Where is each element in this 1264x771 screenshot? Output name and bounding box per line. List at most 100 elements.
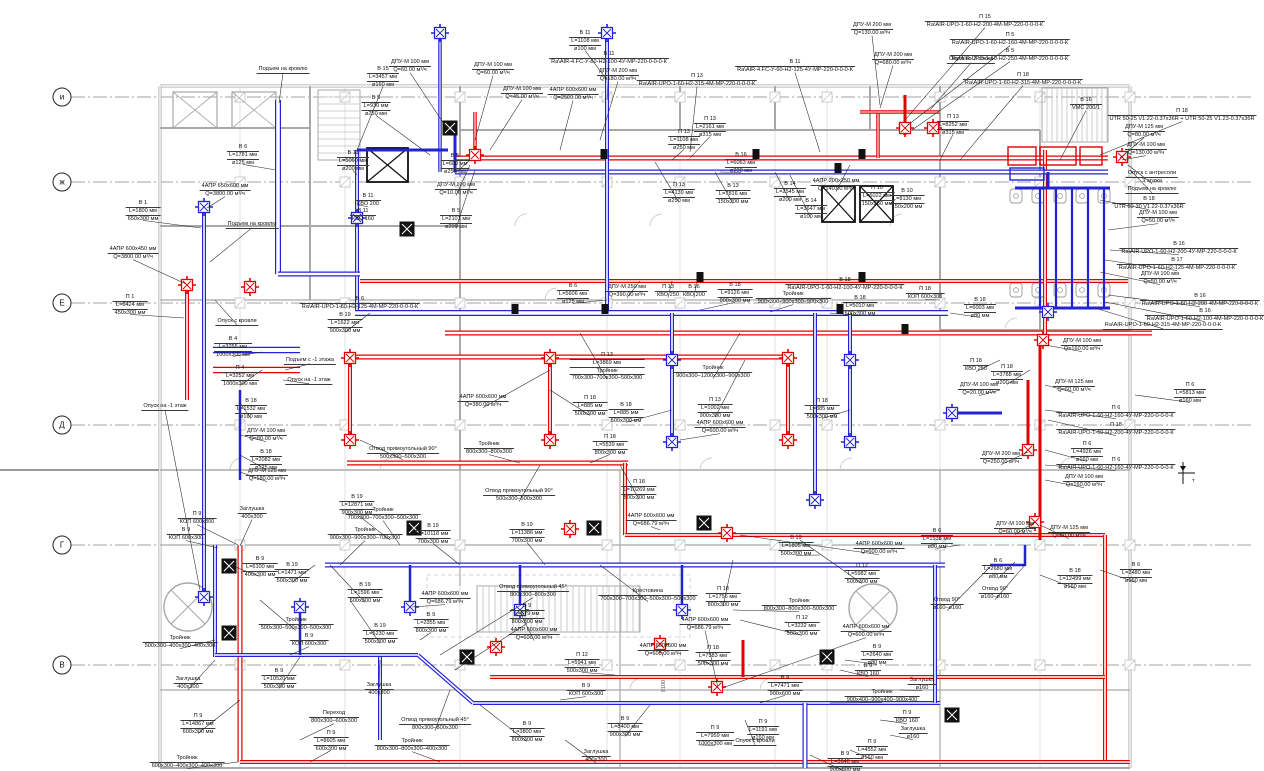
exhaust-diffuser-arrows <box>431 24 449 42</box>
leader-line <box>1044 384 1075 393</box>
shaft-crossbox-diag <box>821 185 856 223</box>
exhaust-diffuser-arrows <box>401 598 419 616</box>
exhaust-diffuser-cross <box>435 28 445 38</box>
supply-diffuser-cross <box>182 280 192 290</box>
leader-line <box>474 75 494 141</box>
ahu-unit <box>1079 146 1103 166</box>
exhaust-diffuser-cross <box>677 605 687 615</box>
leader-line <box>409 72 449 131</box>
plumbing-fixture <box>1031 282 1045 298</box>
leader-line <box>936 544 961 549</box>
column-hatch <box>934 419 946 431</box>
exhaust-diffuser-arrows <box>806 491 824 509</box>
leader-line <box>1047 419 1117 436</box>
leader-line <box>129 314 185 319</box>
leader-line <box>809 754 845 771</box>
round-shaft <box>848 583 898 633</box>
leader-line <box>259 599 297 631</box>
leader-line <box>744 739 764 741</box>
damper-box-cross <box>223 560 235 572</box>
leader-line <box>1129 169 1153 193</box>
door-arc <box>759 677 773 691</box>
leader-line <box>164 409 201 591</box>
grid-axis-marker <box>52 655 72 675</box>
leader-line <box>239 454 267 470</box>
leader-line <box>844 659 878 665</box>
exhaust-diffuser-arrows <box>663 433 681 451</box>
supply-diffuser-arrows <box>541 431 559 449</box>
supply-diffuser-cross <box>345 353 355 363</box>
column-hatch <box>674 419 686 431</box>
exhaust-diffuser-arrows <box>841 433 859 451</box>
exhaust-diffuser-arrows <box>1039 303 1057 321</box>
exhaust-diffuser-cross <box>199 592 209 602</box>
leader-line <box>911 61 1011 131</box>
leader-line <box>579 332 608 380</box>
door-arc <box>544 287 558 301</box>
leader-line <box>1044 449 1088 462</box>
leader-line <box>714 359 746 418</box>
damper-box-cross <box>444 122 456 134</box>
supply-diffuser-cross <box>491 642 501 652</box>
leader-line <box>1134 394 1191 403</box>
supply-diffuser-arrows <box>1019 441 1037 459</box>
supply-diffuser-arrows <box>718 524 736 542</box>
column-hatch <box>454 297 466 309</box>
grid-axis-marker <box>52 87 72 107</box>
column-hatch <box>769 297 781 309</box>
column-hatch <box>821 539 833 551</box>
leader-line <box>1099 271 1161 285</box>
leader-line <box>699 659 714 666</box>
plumbing-fixture <box>1075 282 1089 298</box>
supply-diffuser-arrows <box>651 635 669 653</box>
grid-axis-letter: Д <box>59 421 65 430</box>
column-hatch <box>454 91 466 103</box>
leader-line <box>187 659 216 690</box>
shaft-crossbox-diag <box>366 147 409 183</box>
column-hatch <box>934 539 946 551</box>
leader-line <box>789 174 812 219</box>
leader-line <box>712 332 741 379</box>
leader-line <box>1059 110 1087 161</box>
supply-diffuser-arrows <box>178 276 196 294</box>
leader-line <box>849 749 873 760</box>
leader-line <box>1044 464 1117 471</box>
leader-line <box>309 750 332 763</box>
plumbing-fixture <box>1009 188 1023 204</box>
door-arc <box>1004 317 1018 331</box>
leader-line <box>606 64 610 101</box>
leader-line <box>239 402 252 419</box>
supply-diffuser-cross <box>470 150 480 160</box>
supply-diffuser-cross <box>722 528 732 538</box>
leader-line <box>489 99 523 151</box>
plumbing-fixture-bowl <box>1013 193 1019 199</box>
exhaust-diffuser-cross <box>845 355 855 365</box>
leader-line <box>1014 521 1036 535</box>
leader-line <box>769 304 794 313</box>
leader-line <box>661 651 664 657</box>
damper-box-cross <box>698 517 710 529</box>
shaft-crossbox <box>172 91 218 129</box>
leader-line <box>239 471 268 482</box>
duct-fitting <box>836 304 844 314</box>
leader-line <box>282 379 310 385</box>
supply-diffuser-arrows <box>924 119 942 137</box>
exhaust-diffuser-cross <box>1043 307 1053 317</box>
supply-diffuser-cross <box>345 435 355 445</box>
leader-line <box>1104 259 1178 271</box>
leader-line <box>349 599 381 644</box>
door-arc <box>514 213 528 227</box>
section-mark <box>1178 462 1195 484</box>
grid-axis-marker <box>52 172 72 192</box>
leader-line <box>704 630 719 689</box>
column-hatch <box>1124 659 1136 671</box>
leader-line <box>821 409 851 419</box>
leader-line <box>344 312 371 333</box>
leader-line <box>889 734 914 740</box>
column-hatch <box>454 539 466 551</box>
column-hatch <box>1034 91 1046 103</box>
door-arc <box>629 677 643 691</box>
section-mark-arrow <box>1180 466 1186 471</box>
leader-line <box>689 86 698 153</box>
